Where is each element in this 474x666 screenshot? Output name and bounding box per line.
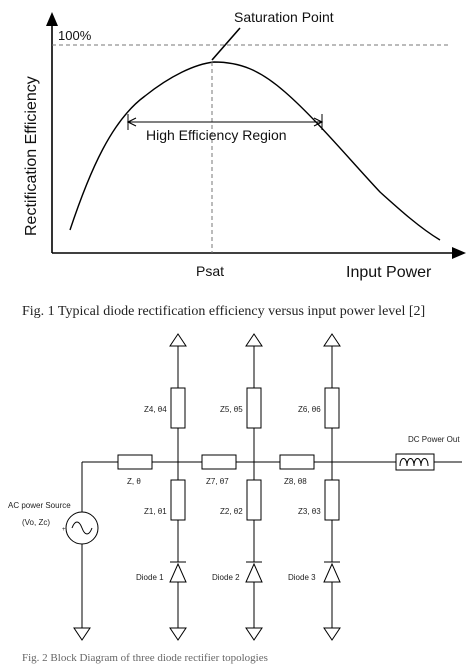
saturation-point-label: Saturation Point — [234, 9, 334, 25]
diode-2-symbol — [245, 562, 263, 583]
x-axis-arrowhead — [452, 247, 466, 259]
stub-z5-label: Z5, θ5 — [220, 405, 243, 414]
series-z8-label: Z8, θ8 — [284, 477, 307, 486]
stub-z1 — [170, 479, 186, 521]
figure-2-labels: AC power Source (Vo, Zc) + DC Power Out … — [8, 405, 460, 582]
diode-1-label: Diode 1 — [136, 573, 164, 582]
vdd-arrow-icon-3 — [323, 333, 341, 347]
ground-icon-2 — [245, 627, 263, 641]
ac-source-symbol — [65, 511, 99, 545]
ground-icon-source — [73, 627, 91, 641]
diode-2-label: Diode 2 — [212, 573, 240, 582]
source-label-line-1: AC power Source — [8, 501, 71, 510]
vdd-arrow-icon-2 — [245, 333, 263, 347]
inductor-coil — [399, 458, 429, 467]
diode-3-label: Diode 3 — [288, 573, 316, 582]
ground-icon-3 — [323, 627, 341, 641]
stub-z4 — [170, 387, 186, 429]
stub-z1-label: Z1, θ1 — [144, 507, 167, 516]
vdd-arrow-icon-1 — [169, 333, 187, 347]
psat-tick-label: Psat — [196, 263, 224, 279]
high-efficiency-region-label: High Efficiency Region — [146, 127, 287, 143]
diode-3-symbol — [323, 562, 341, 583]
stub-z2 — [246, 479, 262, 521]
figure-2-circuit — [65, 333, 462, 641]
stub-z3-label: Z3, θ3 — [298, 507, 321, 516]
y-axis-arrowhead — [46, 12, 58, 26]
y-axis-label: Rectification Efficiency — [23, 76, 40, 236]
series-z7-label: Z7, θ7 — [206, 477, 229, 486]
series-line-z8 — [279, 454, 315, 470]
source-polarity: + — [62, 527, 66, 533]
source-label-line-2: (Vo, Zc) — [22, 518, 50, 527]
series-line-z7 — [201, 454, 237, 470]
figure-1-caption: Fig. 1 Typical diode rectification effic… — [22, 304, 426, 319]
stub-z6 — [324, 387, 340, 429]
saturation-leader-line — [211, 27, 241, 61]
stub-z5 — [246, 387, 262, 429]
ground-icon-1 — [169, 627, 187, 641]
figure-2-caption: Fig. 2 Block Diagram of three diode rect… — [22, 652, 268, 664]
stub-z3 — [324, 479, 340, 521]
stub-z6-label: Z6, θ6 — [298, 405, 321, 414]
diode-1-symbol — [169, 562, 187, 583]
series-line-z — [117, 454, 153, 470]
dc-output-label: DC Power Out — [408, 435, 460, 444]
efficiency-curve — [69, 61, 441, 241]
y-max-label: 100% — [58, 28, 92, 43]
figure-1-chart: 100% Rectification Efficiency Saturation… — [23, 9, 466, 281]
series-z-label: Z, θ — [127, 477, 141, 486]
inductor-box — [395, 453, 435, 471]
ac-source-wave — [71, 521, 93, 535]
x-axis-label: Input Power — [346, 264, 432, 281]
stub-z2-label: Z2, θ2 — [220, 507, 243, 516]
stub-z4-label: Z4, θ4 — [144, 405, 167, 414]
